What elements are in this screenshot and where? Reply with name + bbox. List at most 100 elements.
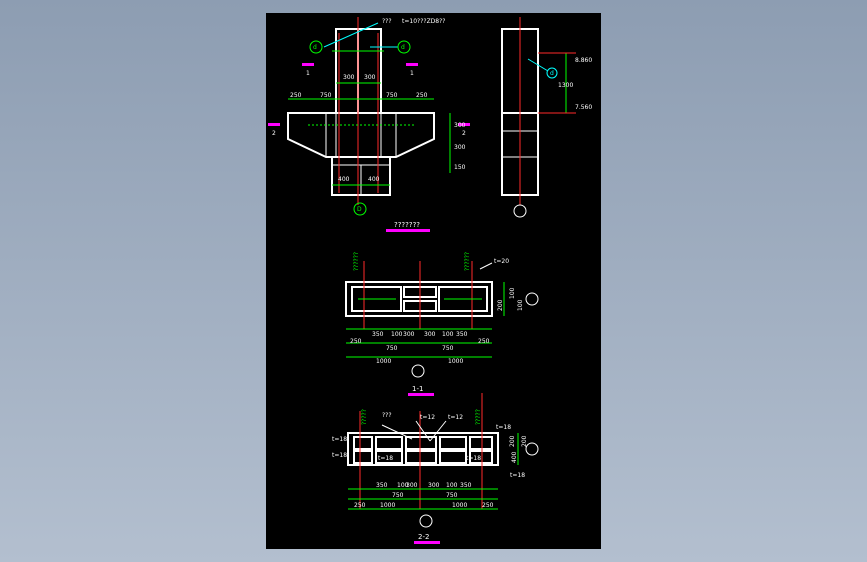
detail-bubble-right xyxy=(397,40,411,54)
sec1-r1-1: 350 xyxy=(372,331,384,338)
right-dim-2: 300 xyxy=(454,144,466,151)
top-note-left: ??? xyxy=(382,18,392,25)
sec2-cell-10 xyxy=(469,450,493,464)
sec2-r2-2: 750 xyxy=(446,492,458,499)
sec2-tag-6: t=18 xyxy=(332,452,347,459)
col-dim-1: 300 xyxy=(343,74,355,81)
bubble-tag-left: d xyxy=(313,44,317,51)
section-1-view xyxy=(345,261,539,396)
sec2-tag-5: t=18 xyxy=(332,436,347,443)
sec2-vdim-1: 400 xyxy=(511,451,518,463)
flange-dim-2: 750 xyxy=(320,92,332,99)
sec2-vdim-2: 200 xyxy=(509,435,516,447)
sec2-r3-4: 250 xyxy=(482,502,494,509)
sec1-tag-leader xyxy=(479,262,493,270)
sec1-bubble xyxy=(525,292,539,306)
sec2-tag-3: t=12 xyxy=(448,414,463,421)
sec2-leader-1 xyxy=(381,424,413,440)
axis-tag: D xyxy=(357,206,362,213)
sec1-r1-5: 100 xyxy=(442,331,454,338)
sec1-vdim-1: 200 xyxy=(497,299,504,311)
leader-top xyxy=(323,22,379,48)
title-underline xyxy=(386,229,430,232)
sec1-cell-left xyxy=(351,286,402,312)
sec2-r1-6: 350 xyxy=(460,482,472,489)
side-bubble xyxy=(546,67,558,79)
sec1-r2-2: 750 xyxy=(386,345,398,352)
sec1-r2-1: 250 xyxy=(350,338,362,345)
sec1-r1-3: 300 xyxy=(403,331,415,338)
base-dim-2: 400 xyxy=(368,176,380,183)
sec2-r3-1: 250 xyxy=(354,502,366,509)
sec2-tag-4: t=18 xyxy=(496,424,511,431)
sec2-green-mark-right: ????? xyxy=(475,409,482,425)
base-dim-1: 400 xyxy=(338,176,350,183)
sec1-axis-bubble xyxy=(411,364,425,378)
sec2-vdim-3: 200 xyxy=(521,435,528,447)
sec2-leader-2 xyxy=(415,420,431,442)
side-elev-top: 8.860 xyxy=(575,57,592,64)
sec2-title-underline xyxy=(414,541,440,544)
side-axis-bubble xyxy=(513,204,527,218)
side-elev-low: 7.560 xyxy=(575,104,592,111)
sec2-cell-2 xyxy=(353,450,373,464)
col-dim-2: 300 xyxy=(364,74,376,81)
section-mark-2-right xyxy=(458,123,470,126)
sec2-tag-9: t=18 xyxy=(510,472,525,479)
flange-dim-3: 750 xyxy=(386,92,398,99)
sec2-tag-2: t=12 xyxy=(420,414,435,421)
sec1-title-underline xyxy=(408,393,434,396)
sec1-r3-1: 1000 xyxy=(376,358,391,365)
sec2-tag-7: t=18 xyxy=(378,455,393,462)
sec2-r1-5: 100 xyxy=(446,482,458,489)
sec2-cell-5 xyxy=(405,436,437,450)
section-label-1-right: 1 xyxy=(410,70,414,77)
sec1-r1-2: 100 xyxy=(391,331,403,338)
side-view xyxy=(501,17,576,218)
flange-dim-1: 250 xyxy=(290,92,302,99)
section-mark-2-left xyxy=(268,123,280,126)
sec2-r1-1: 350 xyxy=(376,482,388,489)
bracket-outline xyxy=(287,112,435,158)
sec1-cell-right xyxy=(438,286,488,312)
sec2-cell-9 xyxy=(469,436,493,450)
sec2-r1-2: 100 xyxy=(397,482,409,489)
sec1-r2-4: 250 xyxy=(478,338,490,345)
axis-bubble xyxy=(353,202,367,216)
section-mark-1-left xyxy=(302,63,314,66)
elevation-title: ??????? xyxy=(394,221,420,229)
sec2-title: 2-2 xyxy=(418,533,429,541)
sec2-cell-1 xyxy=(353,436,373,450)
cad-drawing: ??? t=10???ZD8?? 300 300 250 750 750 250… xyxy=(268,17,592,544)
top-note-right: t=10???ZD8?? xyxy=(402,18,446,25)
sec1-vdim-3: 100 xyxy=(517,299,524,311)
sec2-bubble xyxy=(525,442,539,456)
section-label-1-left: 1 xyxy=(306,70,310,77)
sec2-cell-3 xyxy=(375,436,403,450)
section-2-view xyxy=(347,393,539,544)
sec2-r2-1: 750 xyxy=(392,492,404,499)
sec1-title: 1-1 xyxy=(412,385,423,393)
sec2-green-mark-left: ????? xyxy=(361,409,368,425)
sec1-tag: t=20 xyxy=(494,258,509,265)
sec2-cell-4 xyxy=(375,450,403,464)
sec2-tag-1: ??? xyxy=(382,412,392,419)
drawing-sheet: ??? t=10???ZD8?? 300 300 250 750 750 250… xyxy=(266,13,601,549)
sec2-cell-6 xyxy=(405,450,437,464)
sec1-outer xyxy=(345,281,493,317)
side-leader xyxy=(527,58,549,72)
right-dim-3: 150 xyxy=(454,164,466,171)
sec2-r1-3: 300 xyxy=(406,482,418,489)
section-mark-1-right xyxy=(406,63,418,66)
sec1-r1-6: 350 xyxy=(456,331,468,338)
sec2-axis-bubble xyxy=(419,514,433,528)
sec2-cell-8 xyxy=(439,450,467,464)
sec2-cell-7 xyxy=(439,436,467,450)
section-label-2-left: 2 xyxy=(272,130,276,137)
sec2-outer xyxy=(347,432,499,466)
sec2-leader-3 xyxy=(429,420,447,442)
detail-bubble-left xyxy=(309,40,323,54)
right-dim-1: 300 xyxy=(454,122,466,129)
sec1-r2-3: 750 xyxy=(442,345,454,352)
sec1-vdim-2: 100 xyxy=(509,287,516,299)
